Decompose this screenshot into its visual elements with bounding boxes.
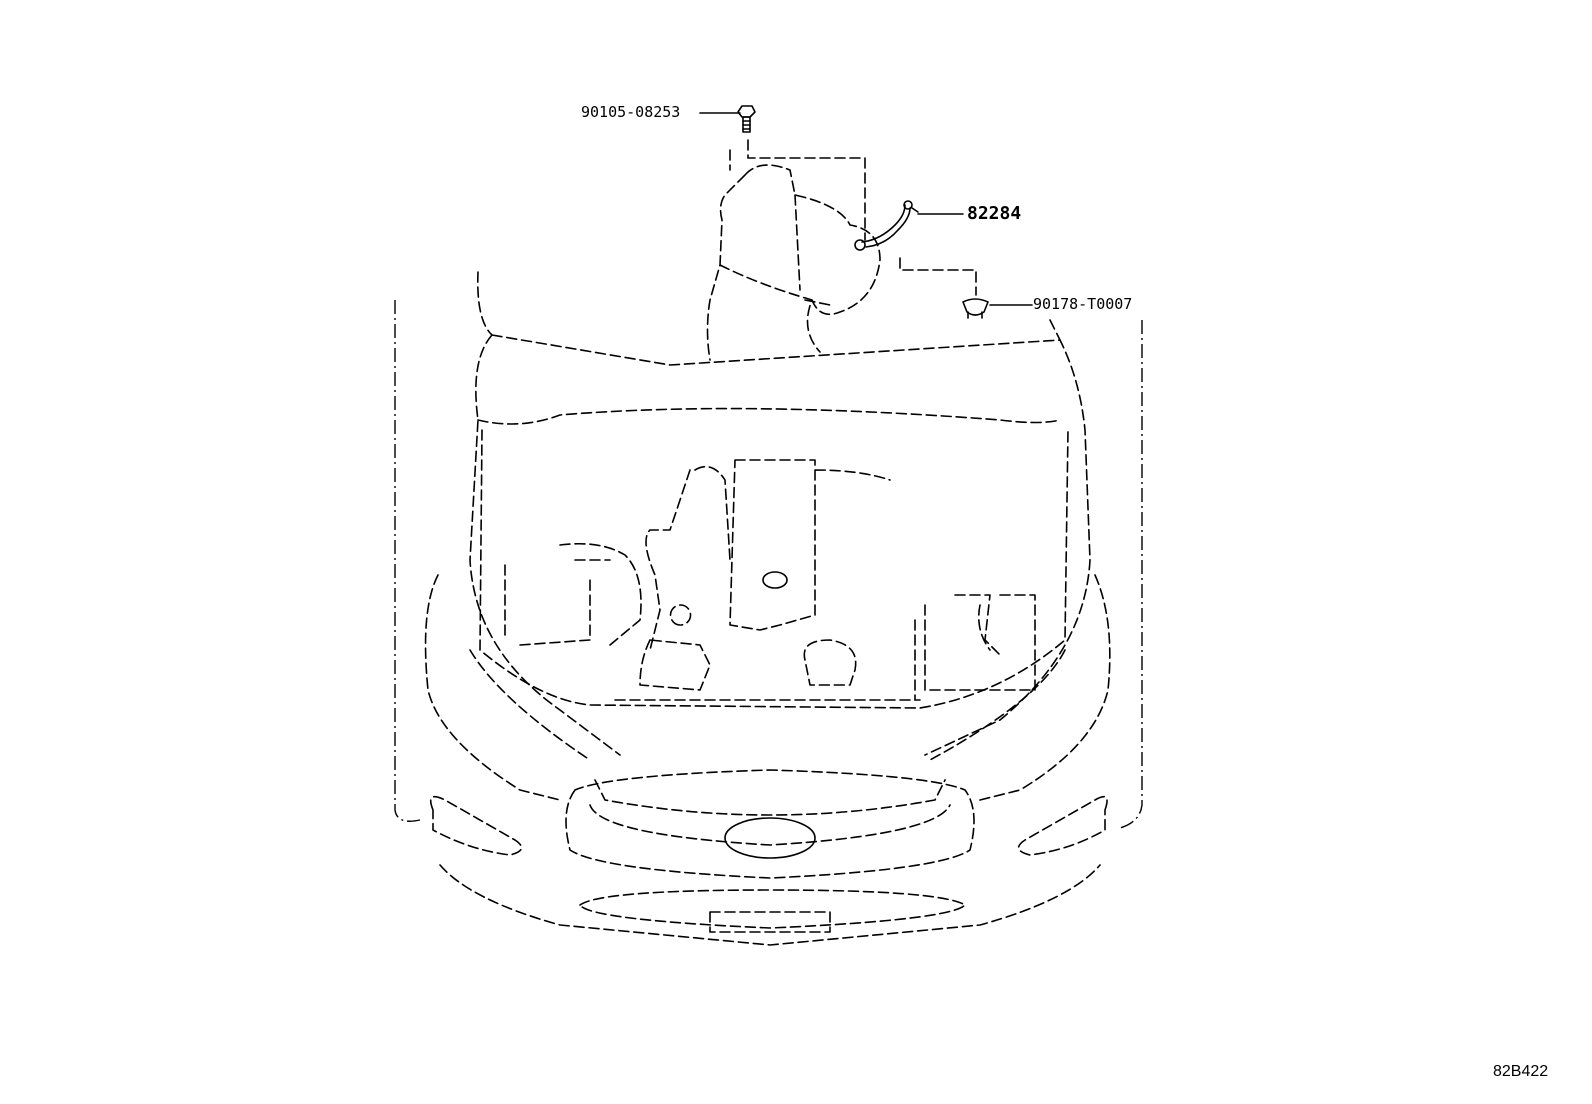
harness-icon [854, 200, 919, 251]
fender-left [424, 574, 561, 801]
fender-inner-left [469, 649, 591, 761]
windshield-right [1049, 319, 1061, 341]
washer-neck [794, 194, 831, 306]
hood-crease [477, 407, 1061, 425]
coolant-tank [803, 639, 857, 686]
figure-code: 82B422 [1493, 1063, 1549, 1080]
body-outline-left [394, 300, 421, 822]
oil-cap [762, 571, 788, 589]
bolt-dashed-route [729, 139, 866, 241]
washer-tank [706, 164, 881, 361]
air-filter-hose [559, 542, 642, 646]
bumper-lower [439, 864, 1101, 946]
bolt-part-number: 90105-08253 [581, 103, 681, 121]
grille-inner [589, 804, 951, 846]
windshield-left [476, 271, 493, 336]
plate-area [709, 911, 831, 933]
engine-bay [479, 429, 1069, 709]
clip-part-number: 90178-T0007 [1033, 295, 1133, 313]
battery-tray [914, 604, 991, 701]
fender-inner-right [929, 649, 1066, 761]
harness-dashed-route [899, 257, 977, 296]
headlight-left [429, 795, 523, 856]
lower-intake [579, 889, 966, 929]
grille-bar [594, 779, 946, 816]
harness-part-number: 82284 [967, 203, 1022, 224]
intake-duct [645, 465, 731, 651]
emblem [724, 817, 816, 859]
battery [924, 594, 1036, 691]
headlight-right [1017, 795, 1108, 856]
bolt-icon [737, 105, 756, 133]
engine-block [729, 459, 891, 631]
brake-reservoir [639, 604, 711, 691]
grille-outer [565, 769, 975, 879]
body-outline-right [1119, 320, 1143, 829]
left-panel [504, 564, 591, 646]
clip-icon [962, 298, 989, 319]
fender-right [979, 574, 1111, 801]
